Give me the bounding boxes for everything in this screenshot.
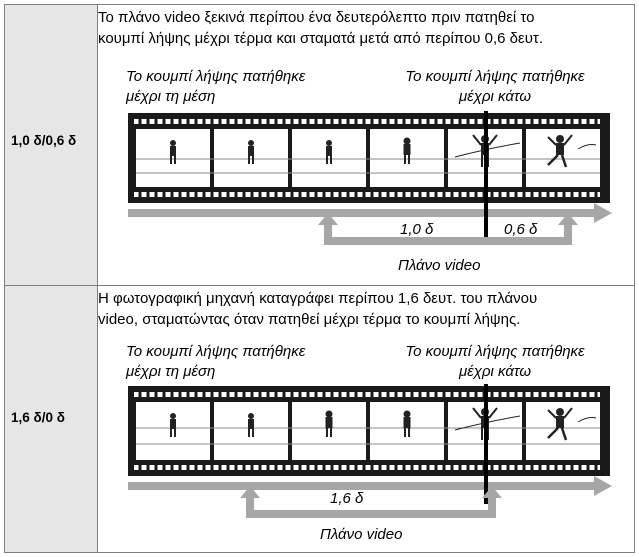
runner-icon (403, 410, 411, 437)
half-press-annotation: Το κουμπί λήψης πατήθηκε μέχρι τη μέση (126, 68, 306, 105)
option-label-cell: 1,0 δ/0,6 δ (5, 5, 98, 285)
full-press-marker (484, 111, 488, 205)
segment-before-label: 1,6 δ (330, 490, 364, 507)
segment-after-label: 0,6 δ (504, 221, 538, 238)
option-label: 1,6 δ/0 δ (11, 410, 65, 425)
clip-start-arrow (240, 486, 260, 498)
timeline-bar (128, 482, 594, 490)
timeline-bar (128, 209, 594, 217)
sprocket-holes-bottom (134, 465, 600, 470)
segment-before-label: 1,0 δ (400, 221, 434, 238)
clip-end-arrow (482, 486, 502, 498)
clip-label: Πλάνο video (398, 257, 481, 274)
runner-icon (170, 140, 176, 164)
runner-icon (325, 410, 333, 437)
clip-start-arrow (318, 213, 338, 225)
table-row-1s-0-6s: 1,0 δ/0,6 δ Το πλάνο video ξεκινά περίπο… (5, 5, 634, 286)
clip-span-bar (246, 510, 496, 518)
full-press-marker (484, 384, 488, 478)
option-description: Το πλάνο video ξεκινά περίπου ένα δευτερ… (98, 7, 626, 49)
full-press-marker (484, 472, 488, 504)
table-row-1-6s-0s: 1,6 δ/0 δ Η φωτογραφική μηχανή καταγράφε… (5, 286, 634, 552)
runner-icon (248, 413, 254, 437)
runner-icon (403, 137, 411, 164)
runner-icon (326, 140, 332, 164)
half-press-annotation: Το κουμπί λήψης πατήθηκε μέχρι τη μέση (126, 343, 306, 380)
sprocket-dividers (138, 392, 598, 470)
runner-icon (248, 140, 254, 164)
timeline-arrowhead (594, 203, 612, 223)
option-label: 1,0 δ/0,6 δ (11, 133, 77, 148)
clip-span-bar (324, 237, 572, 245)
description-line: Η φωτογραφική μηχανή καταγράφει περίπου … (98, 290, 538, 307)
film-frames (136, 402, 600, 460)
filmstrip-diagram (128, 111, 610, 205)
full-press-annotation: Το κουμπί λήψης πατήθηκε μέχρι κάτω (405, 68, 585, 105)
full-press-annotation: Το κουμπί λήψης πατήθηκε μέχρι κάτω (405, 343, 585, 380)
full-press-marker (484, 199, 488, 237)
option-description: Η φωτογραφική μηχανή καταγράφει περίπου … (98, 288, 626, 330)
track-lines (136, 158, 600, 174)
sprocket-holes-top (134, 119, 600, 124)
sprocket-dividers (138, 119, 598, 197)
sprocket-holes-bottom (134, 192, 600, 197)
option-description-cell: Η φωτογραφική μηχανή καταγράφει περίπου … (98, 286, 634, 552)
option-label-cell: 1,6 δ/0 δ (5, 286, 98, 552)
timeline-arrows (128, 199, 612, 245)
runner-finish-icon (547, 134, 597, 168)
clip-end-arrow (558, 213, 578, 225)
option-description-cell: Το πλάνο video ξεκινά περίπου ένα δευτερ… (98, 5, 634, 285)
sprocket-holes-top (134, 392, 600, 397)
description-line: video, σταματώντας όταν πατηθεί μέχρι τέ… (98, 311, 521, 328)
timeline-arrows (128, 472, 612, 518)
clip-label: Πλάνο video (320, 526, 403, 543)
filmstrip-diagram (128, 384, 610, 478)
description-line: κουμπί λήψης μέχρι τέρμα και σταματά μετ… (98, 30, 544, 47)
recording-options-table: 1,0 δ/0,6 δ Το πλάνο video ξεκινά περίπο… (4, 4, 635, 553)
description-line: Το πλάνο video ξεκινά περίπου ένα δευτερ… (98, 9, 535, 26)
timeline-arrowhead (594, 476, 612, 496)
track-lines (136, 427, 600, 445)
runner-finish-icon (547, 407, 597, 441)
runner-icon (170, 413, 176, 437)
